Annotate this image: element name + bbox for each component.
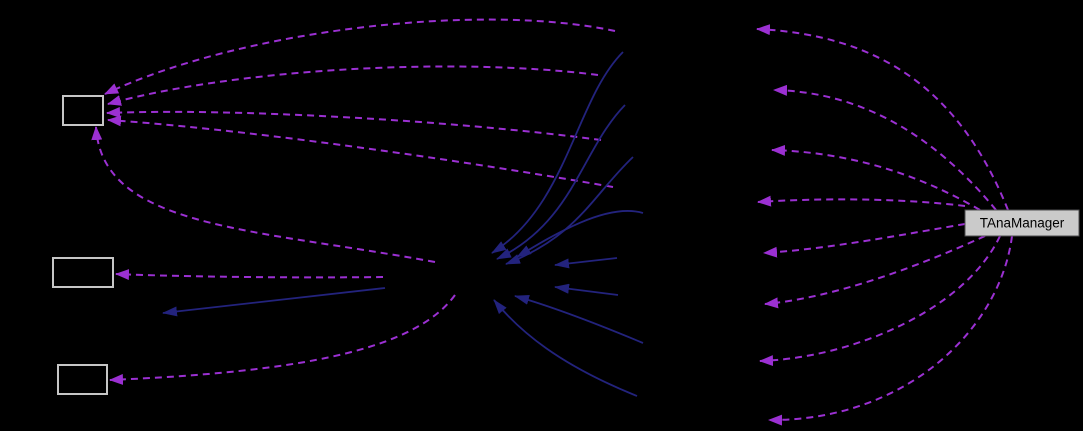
usage-edge-manager-4	[757, 195, 966, 207]
usage-edge-mid-left	[115, 269, 384, 281]
inherit-edge-4	[516, 210, 644, 258]
usage-edge-manager-5	[763, 223, 966, 258]
usage-edge-bottom-left	[109, 294, 456, 385]
main-node[interactable]: TAnaManager	[964, 209, 1080, 237]
inherit-edge-8	[493, 299, 638, 397]
class-node-middle-left[interactable]	[52, 257, 114, 288]
usage-edge-manager-2	[773, 84, 997, 211]
usage-edge-fan-3	[106, 106, 602, 141]
main-node-label: TAnaManager	[980, 216, 1065, 231]
usage-edge-fan-1	[104, 18, 616, 95]
inherit-edge-1	[491, 51, 624, 254]
usage-edge-manager-6	[764, 235, 986, 309]
edges-layer	[91, 18, 1013, 426]
usage-edge-manager-1	[756, 24, 1009, 211]
class-node-top-left[interactable]	[62, 95, 104, 126]
usage-edge-fan-4	[107, 115, 614, 188]
inherit-edge-6	[554, 283, 619, 296]
usage-edge-swoop	[91, 126, 436, 263]
class-node-bottom-left[interactable]	[57, 364, 108, 395]
inherit-edge-7	[514, 295, 644, 344]
usage-edge-manager-8	[768, 235, 1013, 426]
usage-edge-manager-3	[771, 144, 981, 211]
inherit-edge-2	[496, 104, 626, 260]
inherit-edge-5	[554, 257, 618, 269]
nodes-layer	[52, 95, 114, 395]
main-node-box[interactable]	[964, 209, 1080, 237]
usage-edge-fan-2	[107, 65, 599, 106]
usage-edge-manager-7	[759, 235, 1001, 367]
inherit-edge-9	[162, 287, 386, 317]
